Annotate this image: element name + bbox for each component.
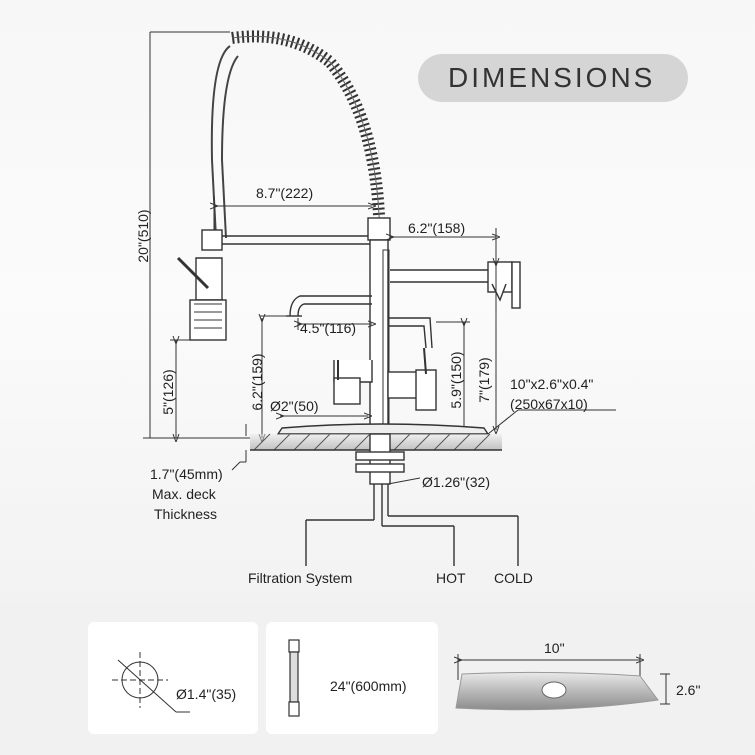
dimensions-title: DIMENSIONS — [448, 62, 656, 93]
filter-spout-left — [286, 295, 372, 317]
label-hose-length: 24"(600mm) — [330, 678, 407, 694]
label-handle-height: 5.9"(150) — [448, 351, 464, 409]
shank-and-nut — [355, 433, 421, 485]
label-cold: COLD — [494, 570, 533, 586]
filter-spout-reach-dimension — [260, 315, 372, 330]
label-plate-size-in: 10"x2.6"x0.4" — [510, 376, 594, 392]
label-hot: HOT — [436, 570, 466, 586]
label-deck-thickness-line2: Thickness — [154, 506, 218, 522]
sprayer-arm — [176, 229, 372, 341]
label-filter-spout-height: 6.2"(159) — [249, 353, 265, 411]
label-plate-width: 2.6" — [676, 682, 701, 698]
hole-panel — [88, 622, 258, 734]
label-total-height: 20"(510) — [135, 209, 151, 263]
label-base-diameter: Ø2"(50) — [270, 398, 319, 414]
label-deck-thickness: 1.7"(45mm) — [150, 466, 223, 482]
height-dimension-lines — [170, 262, 496, 438]
label-filtration-system: Filtration System — [248, 570, 353, 586]
label-filter-reach: 6.2"(158) — [408, 220, 466, 236]
label-sprayer-height: 5"(126) — [160, 369, 176, 415]
label-deck-thickness-line1: Max. deck — [152, 486, 216, 502]
dimensions-badge — [418, 54, 688, 102]
label-shank-diameter: Ø1.26"(32) — [422, 474, 491, 490]
label-plate-length: 10" — [544, 640, 565, 656]
total-height-dimension — [143, 31, 250, 439]
faucet-body — [367, 217, 391, 431]
label-plate-size-mm: (250x67x10) — [510, 396, 588, 412]
supply-pipes — [305, 484, 519, 566]
filter-spout-right — [390, 261, 521, 309]
label-body-height: 7"(179) — [476, 357, 492, 403]
faucet-handles — [333, 317, 437, 411]
spout-reach-dimension — [214, 196, 372, 232]
label-hole-diameter: Ø1.4"(35) — [176, 686, 237, 702]
filter-reach-dimension — [390, 228, 496, 262]
label-filter-spout-reach: 4.5"(116) — [300, 320, 357, 336]
deck-plate — [276, 409, 616, 435]
deck-thickness-dimension — [231, 424, 247, 471]
label-spout-reach: 8.7"(222) — [256, 185, 314, 201]
spring-spout — [210, 30, 386, 239]
